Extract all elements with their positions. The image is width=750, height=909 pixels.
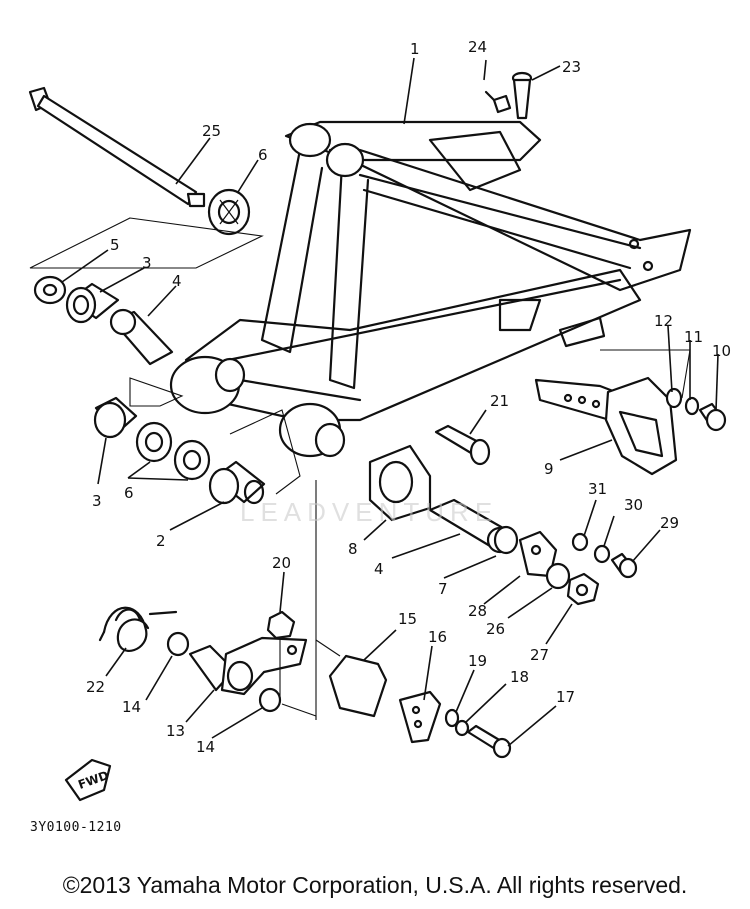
bearing-top <box>207 188 251 236</box>
pad-15 <box>328 654 388 718</box>
callout-5: 5 <box>110 236 120 254</box>
callout-7: 7 <box>438 580 448 598</box>
washer-30 <box>593 544 611 564</box>
callout-24: 24 <box>468 38 487 56</box>
plate-16 <box>398 690 442 744</box>
guide-14 <box>281 703 317 720</box>
bracket-9 <box>534 376 678 476</box>
nut-27 <box>566 572 600 606</box>
bearing-6-a <box>135 421 173 463</box>
callout-31: 31 <box>588 480 607 498</box>
callout-20: 20 <box>272 554 291 572</box>
callout-21: 21 <box>490 392 509 410</box>
callout-15: 15 <box>398 610 417 628</box>
assembly-guide-left <box>129 377 184 407</box>
washer-5 <box>33 275 67 305</box>
callout-16: 16 <box>428 628 447 646</box>
washer-14-upper <box>166 631 190 657</box>
callout-11: 11 <box>684 328 703 346</box>
washer-11 <box>684 396 700 416</box>
bearing-6-b <box>173 439 211 481</box>
callout-27: 27 <box>530 646 549 664</box>
callout-3-upper: 3 <box>142 254 152 272</box>
spacer-8 <box>368 444 432 522</box>
collar-4-upper <box>109 308 174 366</box>
bushing-2 <box>208 460 266 505</box>
callout-23: 23 <box>562 58 581 76</box>
assembly-guide-top <box>29 217 264 269</box>
callout-19: 19 <box>468 652 487 670</box>
callout-17: 17 <box>556 688 575 706</box>
callout-6-upper: 6 <box>258 146 268 164</box>
pivot-shaft <box>28 86 206 208</box>
callout-numbers: 1 2 3 3 4 4 5 6 6 7 8 9 10 11 12 13 14 1… <box>86 38 731 756</box>
bolt-29 <box>610 552 638 579</box>
bolt-10 <box>698 402 727 432</box>
swingarm-frame <box>169 120 692 458</box>
callout-14-upper: 14 <box>122 698 141 716</box>
callout-1: 1 <box>410 40 420 58</box>
assembly-guide-mid <box>229 409 301 495</box>
pin-23 <box>511 71 533 120</box>
arm-13 <box>188 636 308 696</box>
washer-7 <box>493 525 519 555</box>
washer-12 <box>665 387 683 409</box>
callout-26: 26 <box>486 620 505 638</box>
callout-9: 9 <box>544 460 554 478</box>
drawing-code: 3Y0100-1210 <box>30 820 122 835</box>
copyright-notice: ©2013 Yamaha Motor Corporation, U.S.A. A… <box>62 872 688 898</box>
callout-12: 12 <box>654 312 673 330</box>
bolt-21 <box>434 424 491 466</box>
washer-26 <box>545 562 571 590</box>
nut-20 <box>266 610 296 640</box>
callout-22: 22 <box>86 678 105 696</box>
leader-lines <box>61 57 719 747</box>
callout-10: 10 <box>712 342 731 360</box>
callout-14-lower: 14 <box>196 738 215 756</box>
callout-4-lower: 4 <box>374 560 384 578</box>
callout-25: 25 <box>202 122 221 140</box>
guide-15 <box>315 639 341 657</box>
callout-13: 13 <box>166 722 185 740</box>
callout-30: 30 <box>624 496 643 514</box>
callout-18: 18 <box>510 668 529 686</box>
washer-14-lower <box>258 687 282 713</box>
watermark: LEADVENTURE <box>240 497 499 527</box>
washer-31 <box>571 532 589 552</box>
bolt-17 <box>466 724 512 759</box>
callout-28: 28 <box>468 602 487 620</box>
callout-4-upper: 4 <box>172 272 182 290</box>
spring-22 <box>98 606 178 652</box>
fwd-arrow-icon: FWD <box>64 758 112 802</box>
callout-29: 29 <box>660 514 679 532</box>
callout-2: 2 <box>156 532 166 550</box>
callout-6-lower: 6 <box>124 484 134 502</box>
washer-18 <box>454 719 470 737</box>
callout-3-lower: 3 <box>92 492 102 510</box>
bushing-3-lower <box>93 396 138 439</box>
plate-28 <box>518 530 558 578</box>
bushing-3-upper <box>65 282 120 324</box>
callout-8: 8 <box>348 540 358 558</box>
washer-19 <box>444 708 460 728</box>
screw-24 <box>484 90 512 114</box>
